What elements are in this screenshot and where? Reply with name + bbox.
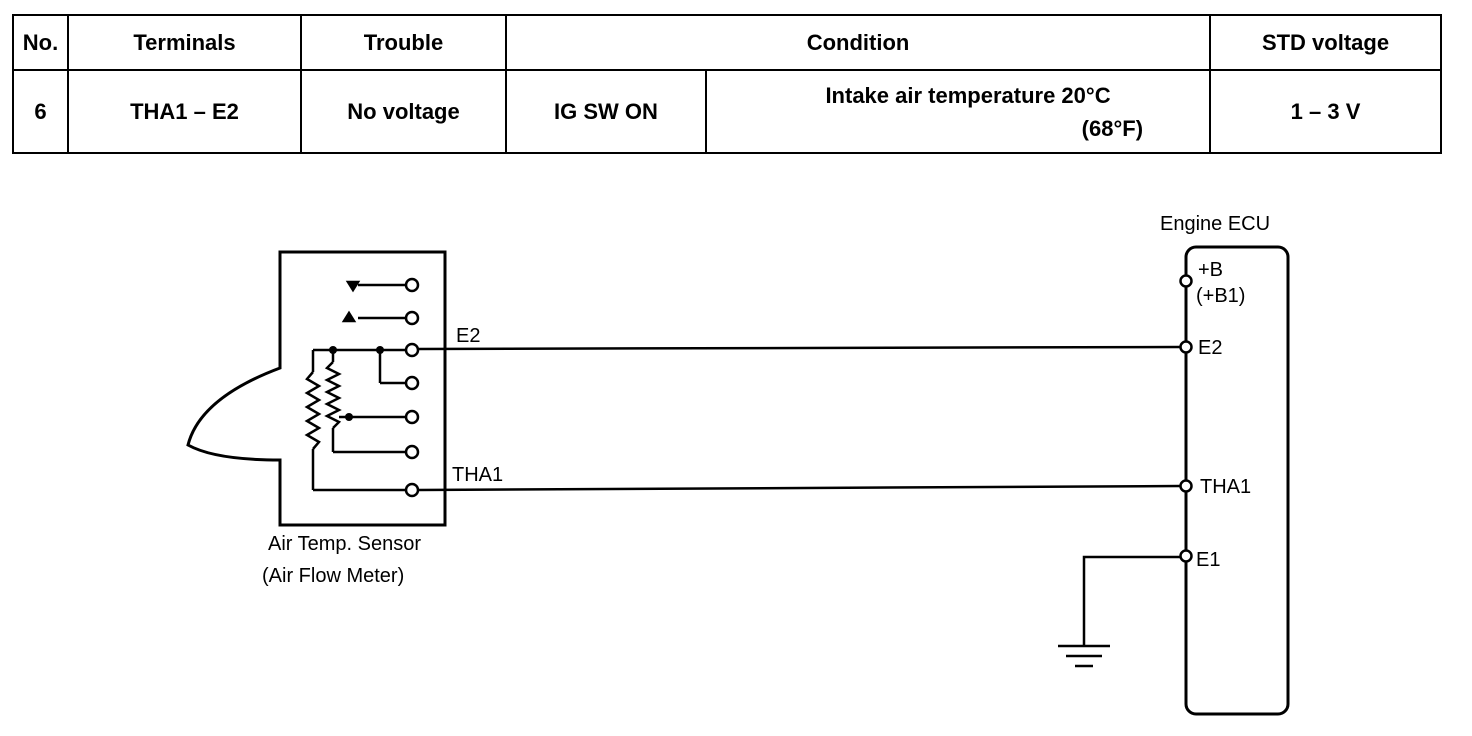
wire-e2 bbox=[417, 345, 1181, 351]
ecu-pin-e1: E1 bbox=[1196, 549, 1220, 571]
sensor-terminals bbox=[404, 277, 420, 498]
ecu-title: Engine ECU bbox=[1160, 213, 1270, 235]
cell-trouble: No voltage bbox=[300, 69, 507, 154]
wire-tha1 bbox=[417, 484, 1181, 492]
cell-condition-switch: IG SW ON bbox=[505, 69, 707, 154]
header-no: No. bbox=[12, 14, 69, 71]
cell-no: 6 bbox=[12, 69, 69, 154]
wire-e1-ground bbox=[1082, 555, 1180, 646]
sensor-label-line1: Air Temp. Sensor bbox=[268, 533, 421, 555]
cell-terminals: THA1 – E2 bbox=[67, 69, 302, 154]
spec-table: No. Terminals Trouble Condition STD volt… bbox=[12, 14, 1443, 154]
header-condition: Condition bbox=[504, 14, 1212, 71]
ecu-pin-b1: (+B1) bbox=[1196, 285, 1245, 307]
cell-std-voltage: 1 – 3 V bbox=[1209, 69, 1443, 154]
cell-condition-temp: Intake air temperature 20°C (68°F) bbox=[704, 69, 1212, 154]
header-trouble: Trouble bbox=[300, 14, 507, 71]
wire-tha1-label: THA1 bbox=[452, 464, 503, 486]
sensor-housing bbox=[186, 250, 447, 527]
condition-temp-line1: Intake air temperature 20°C bbox=[825, 83, 1111, 108]
junction-dots bbox=[329, 346, 384, 421]
ecu-pin-b: +B bbox=[1198, 259, 1223, 281]
ecu-pins bbox=[1179, 274, 1193, 563]
wiring-diagram: E2 THA1 Air Temp. Sensor (Air Flow Meter… bbox=[186, 213, 1290, 716]
wire-e2-label: E2 bbox=[456, 325, 480, 347]
sensor-label-line2: (Air Flow Meter) bbox=[262, 565, 404, 587]
table-row: 6 THA1 – E2 No voltage IG SW ON Intake a… bbox=[12, 69, 1443, 154]
table-header-row: No. Terminals Trouble Condition STD volt… bbox=[12, 14, 1443, 71]
header-std-voltage: STD voltage bbox=[1209, 14, 1443, 71]
ecu-pin-tha1: THA1 bbox=[1200, 476, 1251, 498]
sensor-internal-wiring bbox=[304, 280, 405, 492]
ground-icon bbox=[1058, 644, 1110, 668]
header-terminals: Terminals bbox=[67, 14, 302, 71]
ecu-pin-e2: E2 bbox=[1198, 337, 1222, 359]
condition-temp-line2: (68°F) bbox=[1081, 116, 1144, 141]
